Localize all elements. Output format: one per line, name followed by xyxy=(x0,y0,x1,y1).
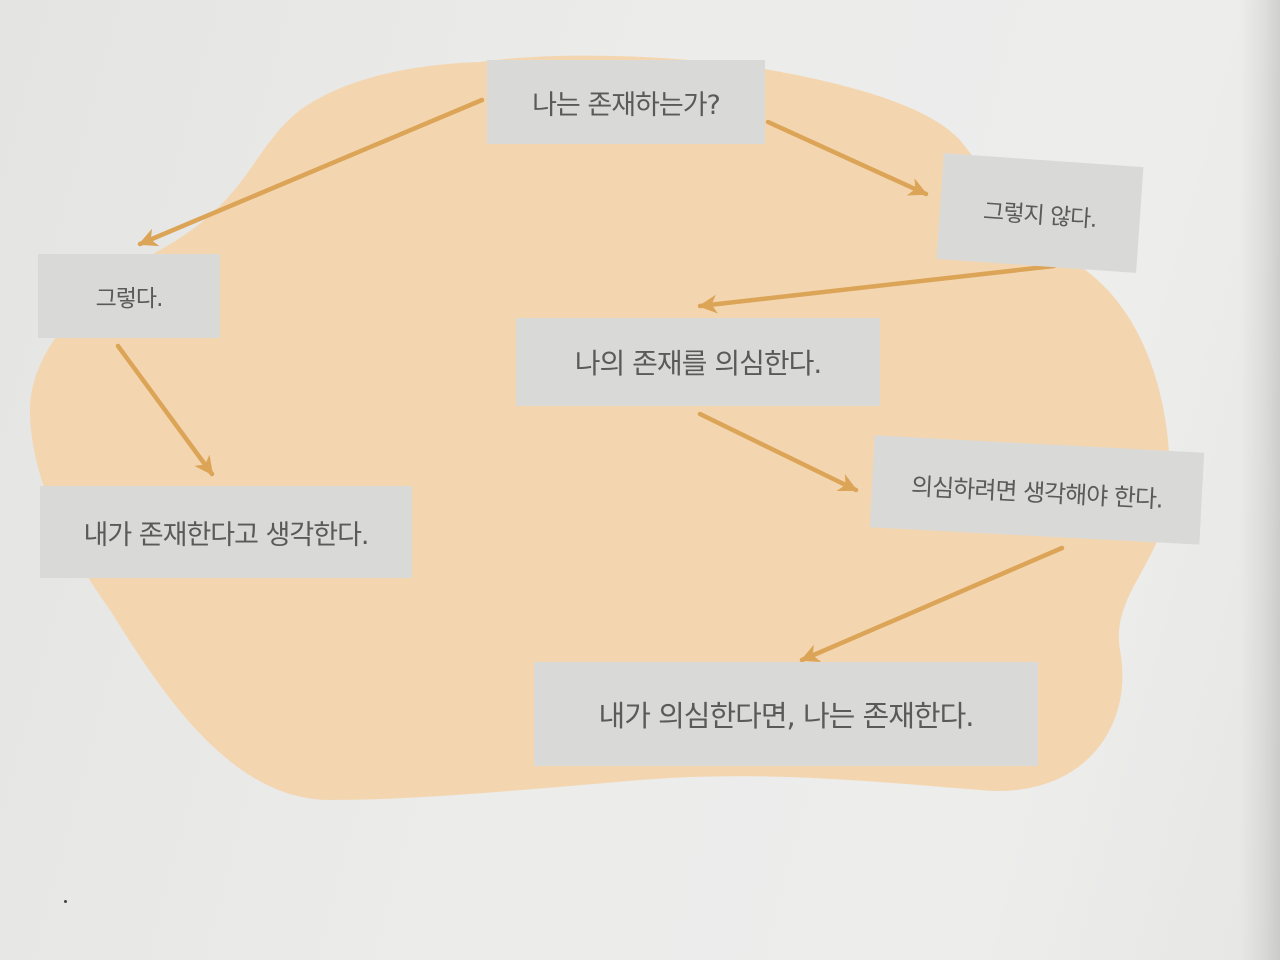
page-speck xyxy=(64,900,67,903)
arrow-must-think-to-conclusion xyxy=(799,545,1065,663)
arrow-question-to-no xyxy=(765,119,929,197)
background-blob xyxy=(30,55,1170,801)
node-think-exist: 내가 존재한다고 생각한다. xyxy=(40,486,412,578)
node-conclusion: 내가 의심한다면, 나는 존재한다. xyxy=(534,662,1038,766)
arrow-yes-to-think-exist xyxy=(115,343,215,477)
node-is-existent-question: 나는 존재하는가? xyxy=(487,60,765,144)
page-gutter-shadow xyxy=(1240,0,1280,960)
arrow-doubt-to-must-think xyxy=(697,411,859,493)
node-answer-no: 그렇지 않다. xyxy=(936,153,1144,273)
arrow-question-to-yes xyxy=(137,97,485,247)
node-answer-yes: 그렇다. xyxy=(38,254,220,338)
node-must-think: 의심하려면 생각해야 한다. xyxy=(869,435,1205,545)
arrow-no-to-doubt xyxy=(697,263,1057,314)
node-doubt-existence: 나의 존재를 의심한다. xyxy=(516,318,880,406)
